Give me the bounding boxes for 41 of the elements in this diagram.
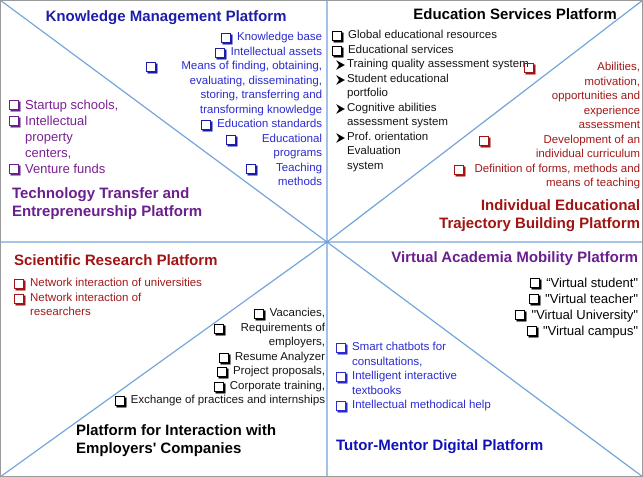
bullet-text: Training quality assessment system xyxy=(347,57,529,72)
bullet-text: Startup schools, xyxy=(25,97,118,113)
bullet-text: Exchange of practices and internships xyxy=(130,393,325,408)
bullet-text: Education standards xyxy=(217,117,322,132)
platform-title: Education Services Platform xyxy=(412,6,617,24)
bullet-text: Intelligent interactive textbooks xyxy=(352,369,458,398)
bullet-text: Intellectual methodical help xyxy=(352,398,491,412)
platform-title: Platform for Interaction with Employers' Companies xyxy=(76,422,278,458)
bullet-text: Student educational portfolio xyxy=(347,72,450,100)
bullet-text: Knowledge base xyxy=(236,30,322,44)
bullet-text: Abilities, motivation, opportunities and experience assessment xyxy=(550,60,640,132)
bullet-text: Resume Analyzer xyxy=(234,350,325,364)
bullet-text: Prof. orientation Evaluation system xyxy=(347,130,430,173)
bullet-text: “Virtual student" xyxy=(546,275,638,291)
platform-title: Virtual Academia Mobility Platform xyxy=(391,249,638,267)
bullet-text: Cognitive abilities assessment system xyxy=(347,100,449,130)
bullet-text: Vacancies, xyxy=(270,306,325,320)
bullet-text: Network interaction of universities xyxy=(30,276,202,290)
bullet-text: "Virtual campus" xyxy=(543,323,638,339)
bullet-text: Global educational resources xyxy=(348,28,497,42)
bullet-text: Venture funds xyxy=(25,161,106,177)
bullet-text: Teaching methods xyxy=(274,160,322,190)
bullet-text: Network interaction of researchers xyxy=(30,290,142,320)
platform-title: Individual Educational Trajectory Building Platform xyxy=(438,196,640,232)
bullet-text: Requirements of employers, xyxy=(240,320,325,350)
bullet-text: Educational programs xyxy=(260,132,322,160)
bullet-text: Development of an individual curriculum xyxy=(534,132,640,162)
bullet-text: Definition of forms, methods and means of teaching xyxy=(473,162,640,190)
bullet-text: Project proposals, xyxy=(232,364,325,378)
platform-title: Scientific Research Platform xyxy=(14,252,218,270)
bullet-text: Educational services xyxy=(348,42,454,57)
bullet-text: Intellectual assets xyxy=(230,44,322,59)
bullet-text: "Virtual teacher" xyxy=(545,291,638,307)
bullet-text: Intellectual property centers, xyxy=(25,113,88,161)
bullet-text: Corporate training, xyxy=(230,378,325,393)
platform-title: Tutor-Mentor Digital Platform xyxy=(336,436,544,454)
platform-title: Knowledge Management Platform xyxy=(46,8,286,26)
bullet-text: "Virtual University" xyxy=(531,307,638,323)
platform-title: Technology Transfer and Entrepreneurship Platform xyxy=(12,185,204,221)
bullet-text: Means of finding, obtaining, evaluating, disseminating, storing, transferring and transforming knowledge xyxy=(180,59,322,117)
bullet-text: Smart chatbots for consultations, xyxy=(352,340,447,369)
